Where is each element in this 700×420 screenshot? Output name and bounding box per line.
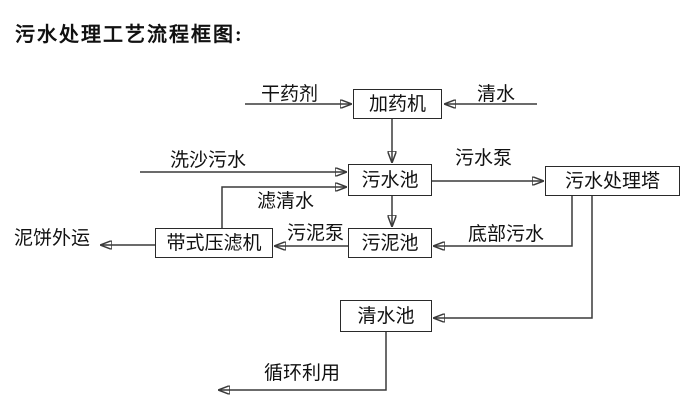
label-sewage-pump: 污水泵: [455, 148, 513, 169]
label-sludge-pump: 污泥泵: [287, 223, 345, 244]
arrow-tower-bottom-sewage-to-sludge-pool: [434, 196, 573, 246]
label-clean-water: 清水: [477, 84, 516, 105]
node-treatment-tower: 污水处理塔: [545, 166, 680, 196]
label-recycle-use: 循环利用: [264, 363, 341, 384]
node-sewage-pool: 污水池: [348, 164, 432, 196]
node-sludge-pool: 污泥池: [348, 228, 432, 258]
label-filtered-water: 滤清水: [257, 191, 315, 212]
node-dosing-machine: 加药机: [353, 89, 442, 119]
arrow-filtered-water-to-sewage-pool: [221, 187, 346, 228]
label-dry-agent: 干药剂: [261, 84, 319, 105]
label-sand-washing-sewage: 洗沙污水: [170, 150, 247, 171]
node-clean-water-pool: 清水池: [340, 300, 432, 332]
label-bottom-sewage: 底部污水: [468, 224, 545, 245]
page-title: 污水处理工艺流程框图:: [15, 24, 244, 46]
arrow-clean-water-pool-to-recycle: [219, 332, 387, 390]
arrow-tower-to-clean-water-pool: [434, 196, 593, 318]
label-mud-cake-out: 泥饼外运: [14, 228, 91, 249]
node-belt-filter-press: 带式压滤机: [155, 228, 273, 258]
